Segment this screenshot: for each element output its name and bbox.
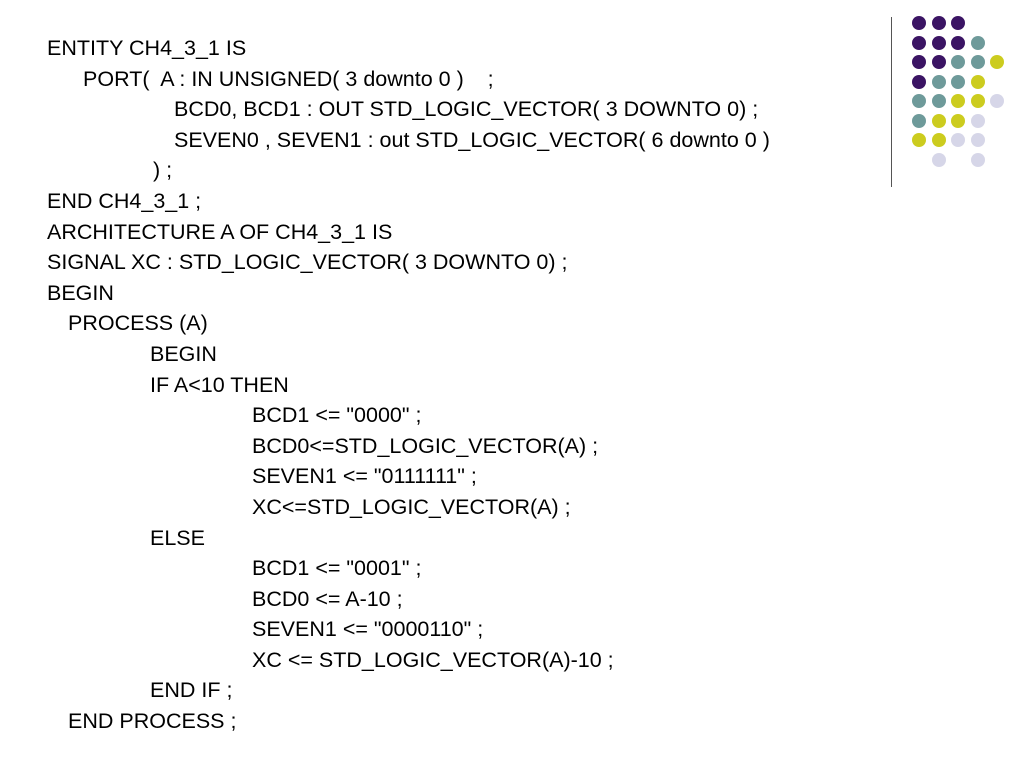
code-line: END IF ; [150,678,233,703]
decorative-dot [912,133,926,147]
code-line: PORT( A : IN UNSIGNED( 3 downto 0 ) ; [83,66,494,91]
code-line: END PROCESS ; [68,709,237,734]
decorative-dot [931,94,946,108]
decorative-dot [970,152,985,167]
decorative-dot [970,74,985,89]
decorative-dot [970,113,985,128]
decorative-dot [951,74,965,89]
decorative-dot [931,152,946,167]
decorative-dot [990,94,1004,108]
code-line: SEVEN0 , SEVEN1 : out STD_LOGIC_VECTOR( … [174,127,770,152]
code-line: BCD1 <= "0000" ; [252,403,422,428]
decorative-dot [970,94,985,108]
vhdl-code-block: ENTITY CH4_3_1 IS PORT( A : IN UNSIGNED( … [0,33,890,737]
decorative-dot [931,16,946,30]
decorative-dot [951,113,965,128]
decorative-dot [931,35,946,50]
code-line: SIGNAL XC : STD_LOGIC_VECTOR( 3 DOWNTO 0… [47,250,568,275]
decorative-dot [931,55,946,69]
decorative-dot [951,94,965,108]
code-line: SEVEN1 <= "0000110" ; [252,617,484,642]
decorative-dot [931,74,946,89]
decorative-dot [970,133,985,147]
decorative-dot [970,55,985,69]
decorative-dot [912,94,926,108]
code-line: BEGIN [47,280,114,305]
code-line: BCD0, BCD1 : OUT STD_LOGIC_VECTOR( 3 DOW… [174,97,759,122]
code-line: IF A<10 THEN [150,372,289,397]
decorative-dot [951,133,965,147]
decorative-dot [912,55,926,69]
decorative-dot [912,16,926,30]
code-line: BEGIN [150,341,217,366]
decorative-dot [951,35,965,50]
decorative-dot [931,133,946,147]
decorative-dot [951,55,965,69]
code-line: ) ; [153,158,173,183]
code-line: XC<=STD_LOGIC_VECTOR(A) ; [252,494,571,519]
code-line: END CH4_3_1 ; [47,188,202,213]
decorative-dot [970,35,985,50]
decorative-dot [912,74,926,89]
code-line: BCD0<=STD_LOGIC_VECTOR(A) ; [252,433,599,458]
code-line: ARCHITECTURE A OF CH4_3_1 IS [47,219,393,244]
decorative-dot [990,55,1004,69]
decorative-dot [931,113,946,128]
decorative-dot [951,16,965,30]
vertical-divider [891,17,892,187]
code-line: BCD1 <= "0001" ; [252,556,422,581]
decorative-dot [912,113,926,128]
code-line: PROCESS (A) [68,311,208,336]
code-line: ENTITY CH4_3_1 IS [47,36,247,60]
decorative-dot [912,35,926,50]
code-line: XC <= STD_LOGIC_VECTOR(A)-10 ; [252,647,614,672]
code-line: BCD0 <= A-10 ; [252,586,403,611]
code-line: SEVEN1 <= "0111111" ; [252,464,477,489]
code-line: ELSE [150,525,205,550]
